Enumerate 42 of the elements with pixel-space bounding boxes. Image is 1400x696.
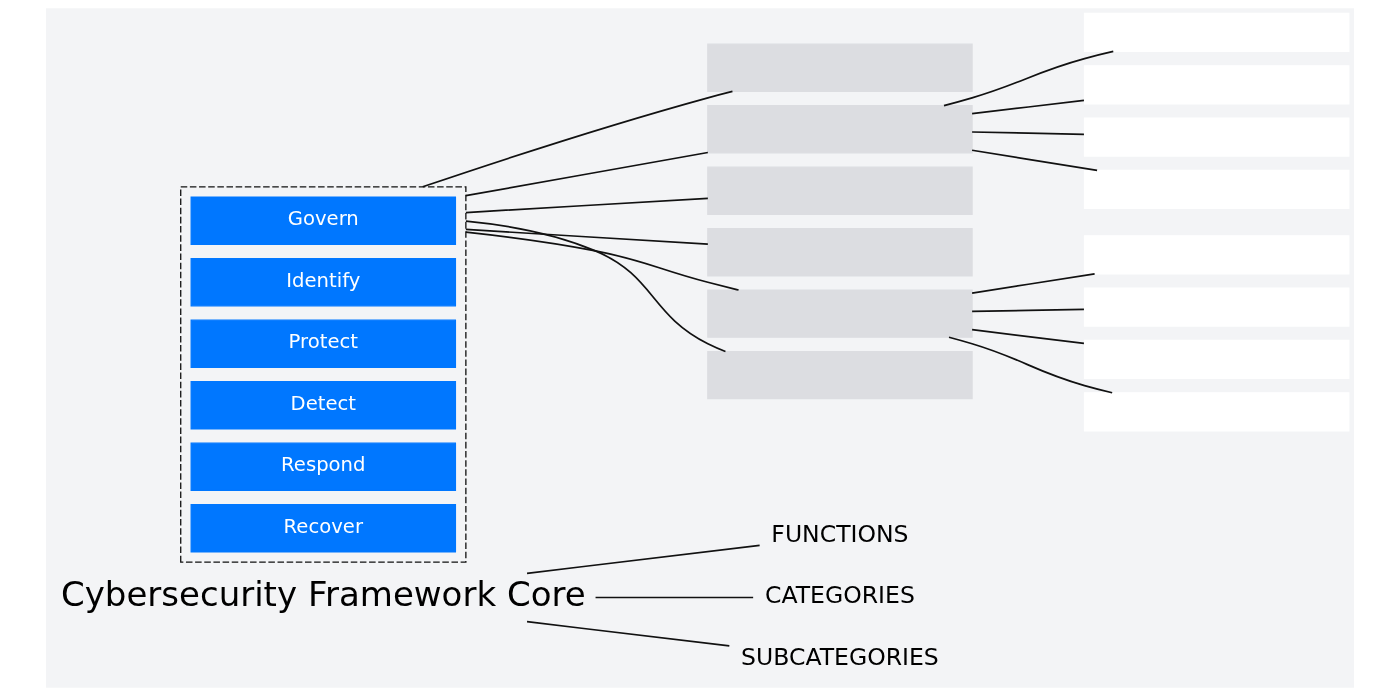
connector [526, 544, 761, 575]
node-box [1083, 12, 1350, 53]
node-box [707, 350, 973, 400]
node-box: Govern [190, 196, 457, 245]
node-box: Protect [190, 319, 457, 368]
node-text: SUBCATEGORIES [741, 642, 939, 671]
node-box [707, 166, 973, 215]
node-box [707, 228, 973, 277]
node-box [1083, 117, 1350, 157]
connector [971, 149, 1098, 172]
connector [971, 131, 1085, 136]
connector [594, 596, 754, 599]
connector [465, 197, 709, 214]
connector [971, 99, 1085, 115]
node-box: Detect [190, 381, 457, 430]
node-box: Respond [190, 442, 457, 491]
node-box [1083, 65, 1350, 105]
connector [465, 231, 740, 291]
node-text: FUNCTIONS [771, 519, 909, 548]
connector [465, 151, 709, 197]
node-box [1083, 339, 1350, 380]
node-box: Recover [190, 503, 457, 553]
node-box [707, 289, 973, 338]
node-box [707, 105, 973, 154]
connector [971, 308, 1085, 313]
node-box [1083, 235, 1350, 275]
node-text: Cybersecurity Framework Core [60, 573, 586, 614]
connector [943, 50, 1115, 107]
connector [421, 90, 734, 188]
connector [465, 220, 727, 353]
node-box: Identify [190, 258, 457, 307]
node-box [1083, 392, 1350, 432]
connector [971, 272, 1096, 294]
node-box [1083, 169, 1350, 210]
connector [526, 620, 731, 647]
cluster [180, 186, 467, 563]
node-text: CATEGORIES [765, 581, 915, 610]
connector [948, 336, 1113, 394]
connector [971, 328, 1085, 345]
node-box [1083, 287, 1350, 327]
node-box [707, 43, 973, 92]
connector [465, 228, 709, 246]
